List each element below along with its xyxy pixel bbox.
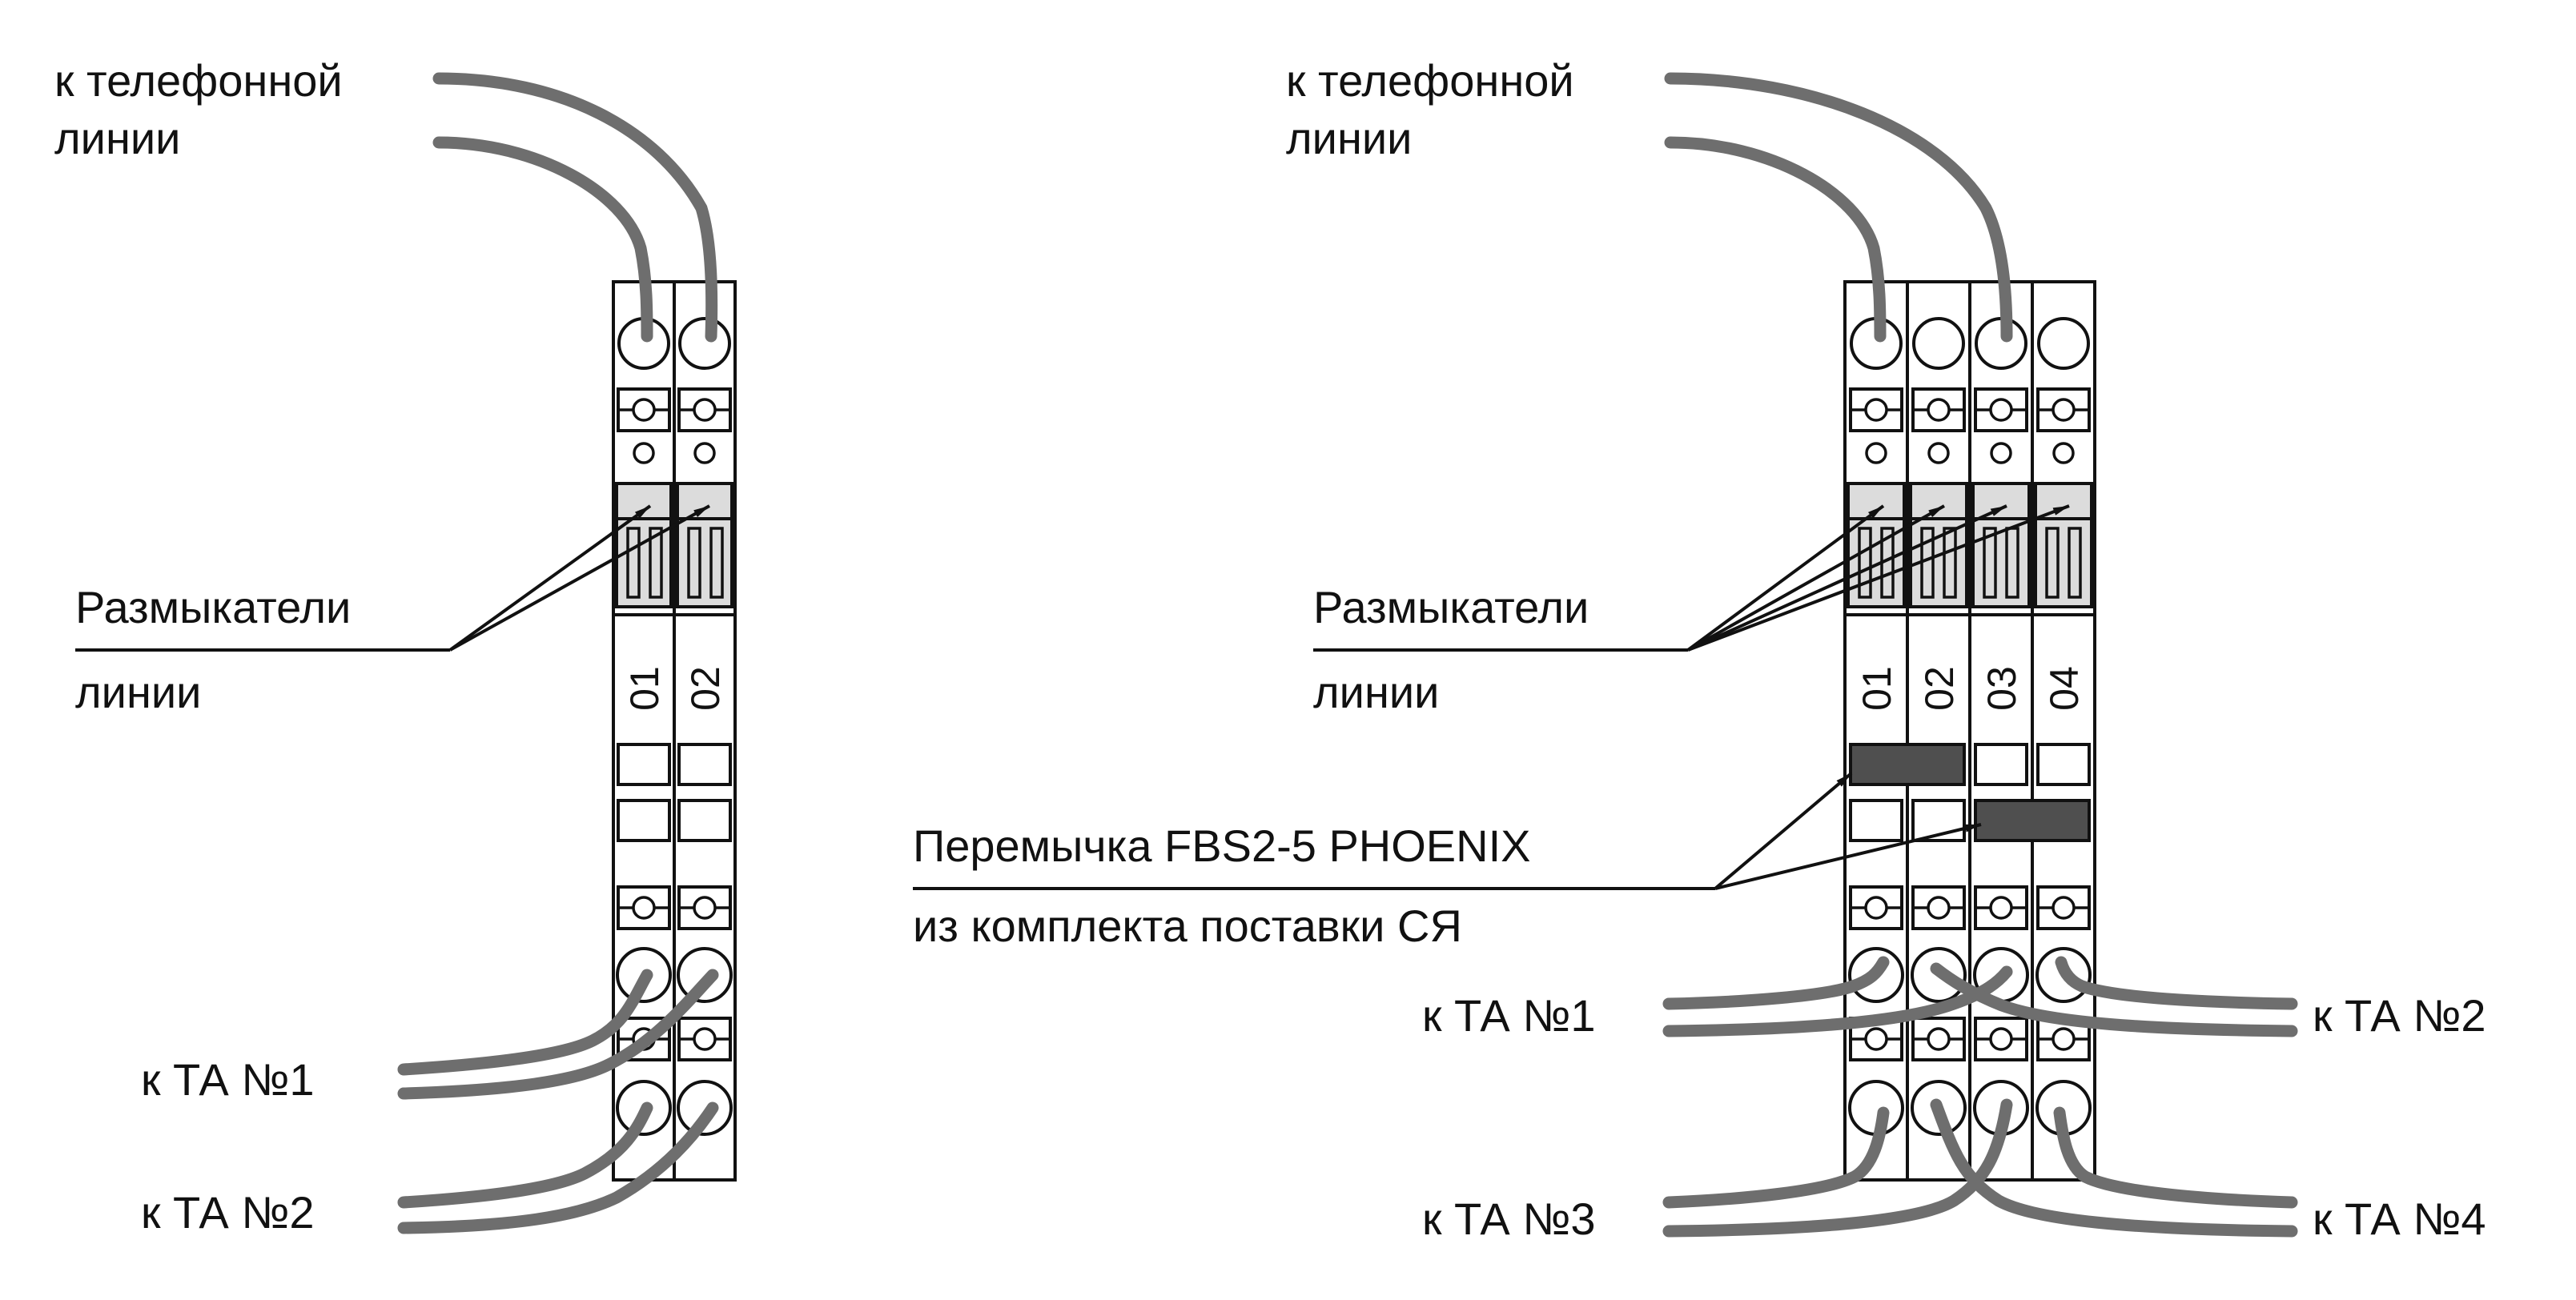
left-ta1-label: к ТА №1: [141, 1054, 315, 1105]
right-ta3-wire-a: [1662, 1106, 1890, 1209]
left-ta1-wire-a: [397, 969, 653, 1076]
right-ta4-wire-a: [2053, 1106, 2298, 1209]
jumper-label-2: из комплекта поставки СЯ: [913, 901, 1462, 951]
right-module-02: [1906, 280, 1971, 1182]
left-wires: [397, 72, 719, 1234]
right-disconnect-label-2: линии: [1313, 667, 1439, 717]
right-ta4-label: к ТА №4: [2313, 1194, 2486, 1244]
left-terminal-block: 01 02: [612, 280, 737, 1182]
right-ta2-wire-b: [1930, 962, 2298, 1037]
left-ta2-label: к ТА №2: [141, 1187, 315, 1238]
left-line-label-1: к телефонной: [54, 55, 343, 106]
left-module-02: [673, 280, 737, 1182]
right-disconnect-leader: [1313, 504, 2070, 652]
right-channel-02: 02: [1917, 666, 1962, 711]
right-line-wire-b: [1664, 136, 1887, 343]
jumper-leader: [913, 772, 1982, 890]
right-ta2-label: к ТА №2: [2313, 990, 2486, 1041]
right-ta1-wire-b: [1662, 965, 2013, 1037]
right-channel-01: 01: [1855, 666, 1899, 711]
right-module-03: [1968, 280, 2034, 1182]
right-line-label-1: к телефонной: [1286, 55, 1574, 106]
right-ta1-label: к ТА №1: [1422, 990, 1596, 1041]
left-ta1-wire-b: [397, 969, 719, 1100]
jumper-01-02: [1849, 743, 1966, 786]
left-ta2-wire-a: [397, 1101, 653, 1209]
right-disconnect-label-1: Размыкатели: [1313, 582, 1589, 632]
jumper-label-1: Перемычка FBS2-5 PHOENIX: [913, 821, 1531, 871]
right-ta3-wire-b: [1662, 1098, 2013, 1238]
right-ta1-wire-a: [1662, 956, 1890, 1010]
right-channel-04: 04: [2042, 666, 2087, 711]
right-terminal-block: 01 02 03 04: [1843, 280, 2096, 1182]
right-line-wire-a: [1664, 72, 2013, 343]
right-ta3-label: к ТА №3: [1422, 1194, 1596, 1244]
right-ta4-wire-b: [1930, 1098, 2298, 1238]
right-channel-03: 03: [1979, 666, 2024, 711]
jumper-03-04: [1974, 799, 2091, 842]
left-channel-01: 01: [622, 666, 667, 711]
left-line-wire-a: [432, 72, 718, 343]
left-module-01: [612, 280, 676, 1182]
right-module-04: [2031, 280, 2096, 1182]
left-ta2-wire-b: [397, 1101, 719, 1234]
left-disconnect-leader: [75, 504, 710, 652]
left-line-label-2: линии: [54, 113, 180, 163]
left-line-wire-b: [432, 136, 653, 343]
left-channel-02: 02: [683, 666, 728, 711]
right-module-01: [1843, 280, 1909, 1182]
right-ta2-wire-a: [2055, 956, 2298, 1010]
right-line-label-2: линии: [1286, 113, 1412, 163]
left-disconnect-label-1: Размыкатели: [75, 582, 351, 632]
right-wires: [1662, 72, 2298, 1238]
left-disconnect-label-2: линии: [75, 667, 201, 717]
